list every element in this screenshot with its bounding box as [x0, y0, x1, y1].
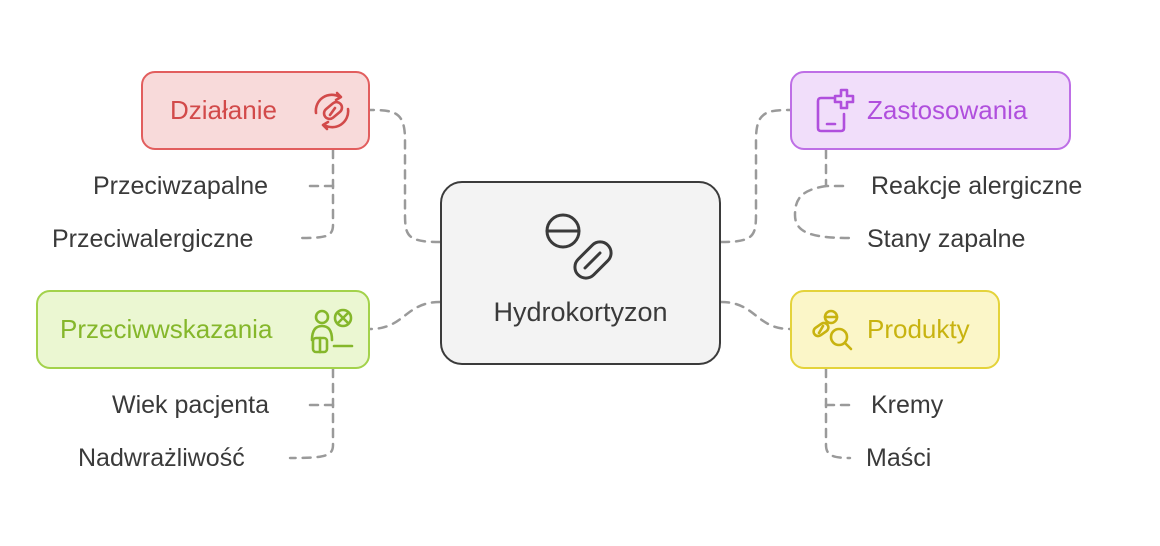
leaf-kremy: Kremy	[871, 391, 944, 419]
pills-icon	[545, 213, 613, 280]
branch-zastosowania[interactable]: Zastosowania	[790, 71, 1071, 150]
branch-label: Produkty	[867, 314, 970, 344]
connector-center-zastosowania	[719, 108, 792, 244]
branch-label: Zastosowania	[867, 95, 1028, 125]
connector-center-dzialanie	[368, 108, 442, 244]
center-node[interactable]: Hydrokortyzon	[440, 181, 721, 365]
connector-center-przeciwwskazania	[368, 300, 442, 331]
branch-dzialanie[interactable]: Działanie	[141, 71, 370, 150]
connector-produkty-leaves	[824, 367, 852, 460]
branch-label: Przeciwwskazania	[60, 314, 273, 344]
branch-przeciwwskazania[interactable]: Przeciwwskazania	[36, 290, 370, 369]
leaf-przeciwalergiczne: Przeciwalergiczne	[52, 225, 254, 253]
connector-center-produkty	[719, 300, 792, 331]
medical-device-plus-icon	[816, 88, 855, 133]
branch-produkty[interactable]: Produkty	[790, 290, 1000, 369]
patient-restriction-icon	[310, 308, 354, 354]
connector-przeciwwskazania-leaves	[288, 367, 335, 460]
leaf-masci: Maści	[866, 444, 932, 472]
pill-cycle-icon	[314, 91, 350, 131]
leaf-wiek-pacjenta: Wiek pacjenta	[112, 391, 270, 419]
center-label: Hydrokortyzon	[493, 296, 668, 327]
connector-dzialanie-leaves	[298, 148, 335, 240]
branch-label: Działanie	[170, 95, 277, 125]
connector-zastosowania-leaf-2	[793, 184, 852, 240]
leaf-stany-zapalne: Stany zapalne	[867, 225, 1026, 253]
leaf-przeciwzapalne: Przeciwzapalne	[93, 172, 269, 200]
leaf-nadwrazliwosc: Nadwrażliwość	[78, 444, 245, 472]
pill-search-icon	[812, 309, 853, 351]
leaf-reakcje-alergiczne: Reakcje alergiczne	[871, 172, 1083, 200]
connector-zastosowania-leaf-1	[824, 148, 852, 188]
